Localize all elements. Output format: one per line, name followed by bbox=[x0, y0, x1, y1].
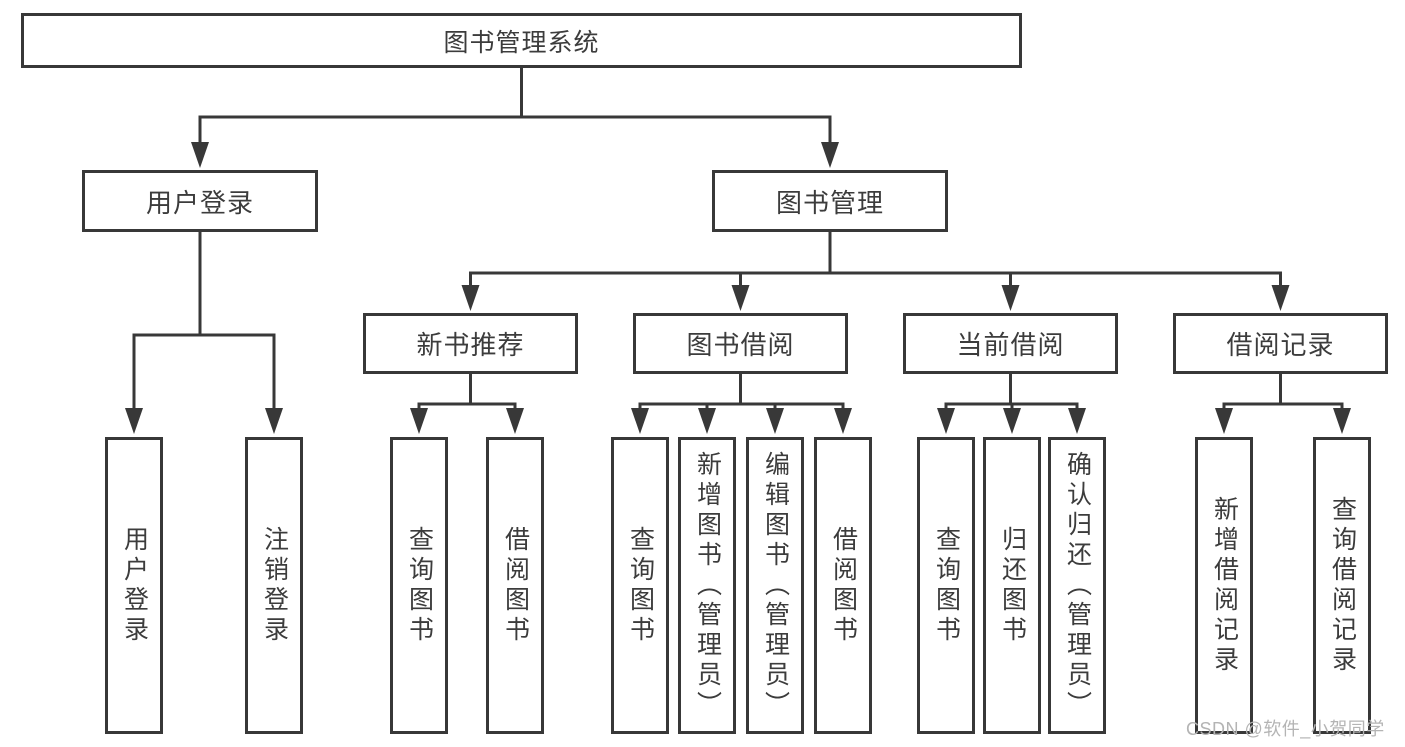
node-label: 新增借阅记录 bbox=[1210, 495, 1239, 676]
arrow-down-icon bbox=[1068, 408, 1086, 434]
arrow-down-icon bbox=[506, 408, 524, 434]
edge-new-book-rec-to-leaves bbox=[417, 372, 517, 409]
node-leaf-borrow-books: 借阅图书 bbox=[486, 437, 544, 734]
arrow-down-icon bbox=[265, 408, 283, 434]
node-label: 当前借阅 bbox=[956, 330, 1065, 360]
node-label: 查询借阅记录 bbox=[1328, 495, 1357, 676]
arrow-down-icon bbox=[461, 285, 480, 311]
node-leaf-query-books: 查询图书 bbox=[390, 437, 448, 734]
arrow-down-icon bbox=[937, 408, 955, 434]
edge-root-to-level2 bbox=[198, 66, 832, 143]
node-label: 借阅图书 bbox=[501, 525, 530, 646]
node-label: 查询图书 bbox=[405, 525, 434, 646]
node-label: 用户登录 bbox=[120, 525, 149, 646]
arrow-down-icon bbox=[1003, 408, 1021, 434]
edge-current-borrow-to-leaves bbox=[944, 372, 1079, 409]
node-leaf-query-books: 查询图书 bbox=[917, 437, 975, 734]
node-leaf-edit-books-admin: 编辑图书（管理员） bbox=[746, 437, 804, 734]
node-current-borrowing: 当前借阅 bbox=[903, 313, 1118, 374]
node-book-borrowing: 图书借阅 bbox=[633, 313, 848, 374]
node-label: 新书推荐 bbox=[416, 330, 525, 360]
node-label: 查询图书 bbox=[626, 525, 655, 646]
node-borrowing-records: 借阅记录 bbox=[1173, 313, 1388, 374]
arrowheads bbox=[125, 142, 1351, 434]
arrow-down-icon bbox=[125, 408, 143, 434]
arrow-down-icon bbox=[631, 408, 649, 434]
node-leaf-confirm-return-admin: 确认归还（管理员） bbox=[1048, 437, 1106, 734]
arrow-down-icon bbox=[766, 408, 784, 434]
node-new-book-recommendation: 新书推荐 bbox=[363, 313, 578, 374]
node-label: 借阅记录 bbox=[1226, 330, 1335, 360]
arrow-down-icon bbox=[1333, 408, 1351, 434]
edge-borrow-records-to-leaves bbox=[1222, 372, 1344, 409]
node-leaf-add-books-admin: 新增图书（管理员） bbox=[678, 437, 736, 734]
node-leaf-logout: 注销登录 bbox=[245, 437, 303, 734]
edge-book-borrow-to-leaves bbox=[638, 372, 845, 409]
arrow-down-icon bbox=[1271, 285, 1290, 311]
node-book-management-branch: 图书管理 bbox=[712, 170, 948, 232]
node-leaf-user-login: 用户登录 bbox=[105, 437, 163, 734]
node-label: 图书管理系统 bbox=[443, 28, 600, 57]
node-label: 新增图书（管理员） bbox=[693, 450, 722, 721]
node-label: 图书管理 bbox=[775, 187, 884, 218]
node-leaf-query-borrow-record: 查询借阅记录 bbox=[1313, 437, 1371, 734]
csdn-watermark: CSDN @软件_小贺同学 bbox=[1186, 719, 1385, 739]
arrow-down-icon bbox=[731, 285, 750, 311]
arrow-down-icon bbox=[1215, 408, 1233, 434]
arrow-down-icon bbox=[821, 142, 839, 168]
node-label: 编辑图书（管理员） bbox=[761, 450, 790, 721]
node-label: 用户登录 bbox=[145, 187, 254, 218]
arrow-down-icon bbox=[191, 142, 209, 168]
node-user-login-branch: 用户登录 bbox=[82, 170, 318, 232]
node-leaf-add-borrow-record: 新增借阅记录 bbox=[1195, 437, 1253, 734]
node-leaf-return-books: 归还图书 bbox=[983, 437, 1041, 734]
edge-book-mgmt-to-level3 bbox=[469, 230, 1282, 286]
node-leaf-query-books: 查询图书 bbox=[611, 437, 669, 734]
node-label: 注销登录 bbox=[260, 525, 289, 646]
node-label: 图书借阅 bbox=[686, 330, 795, 360]
node-label: 确认归还（管理员） bbox=[1063, 450, 1092, 721]
arrow-down-icon bbox=[698, 408, 716, 434]
node-label: 查询图书 bbox=[932, 525, 961, 646]
node-book-management-system: 图书管理系统 bbox=[21, 13, 1022, 68]
arrow-down-icon bbox=[834, 408, 852, 434]
edge-user-login-to-leaves bbox=[132, 230, 276, 409]
arrow-down-icon bbox=[1001, 285, 1020, 311]
node-label: 借阅图书 bbox=[829, 525, 858, 646]
arrow-down-icon bbox=[410, 408, 428, 434]
node-label: 归还图书 bbox=[998, 525, 1027, 646]
node-leaf-borrow-books: 借阅图书 bbox=[814, 437, 872, 734]
